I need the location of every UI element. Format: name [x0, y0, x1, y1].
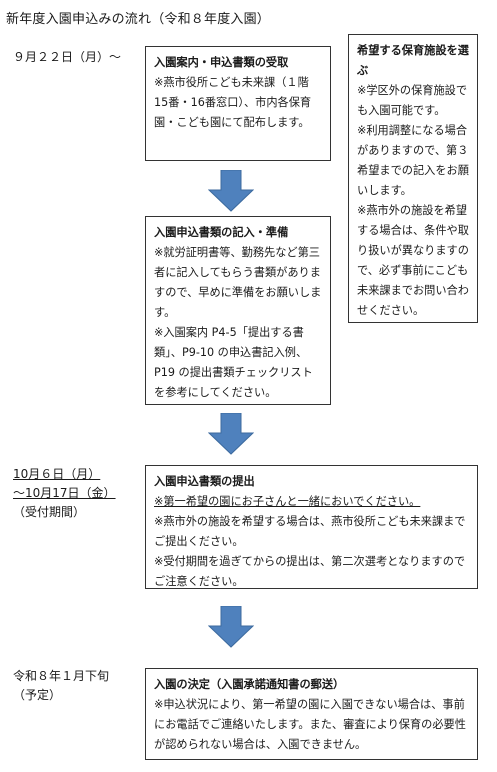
- step1-date: ９月２２日（月）～: [13, 48, 121, 67]
- step1-heading: 入園案内・申込書類の受取: [154, 56, 289, 69]
- step3-heading: 入園申込書類の提出: [154, 475, 255, 488]
- page-title: 新年度入園申込みの流れ（令和８年度入園）: [6, 12, 271, 27]
- step3-note-3: ※受付期間を過ぎてからの提出は、第二次選考となりますのでご注意ください。: [154, 555, 466, 588]
- step3-note-1: ※第一希望の園にお子さんと一緒においでください。: [154, 495, 421, 508]
- side-note-3: ※燕市外の施設を希望する場合は、条件や取り扱いが異なりますので、必ず事前にこども…: [357, 204, 469, 317]
- step3-date-start: 10月６日（月）: [13, 467, 101, 481]
- step3-date: 10月６日（月） ～10月17日（金） （受付期間）: [13, 465, 116, 522]
- step3-date-label: （受付期間）: [13, 505, 86, 519]
- side-note-2: ※利用調整になる場合がありますので、第３希望までの記入をお願いします。: [357, 124, 469, 197]
- step2-box: 入園申込書類の記入・準備 ※就労証明書等、勤務先など第三者に記入してもらう書類が…: [145, 216, 331, 405]
- step2-note-1: ※就労証明書等、勤務先など第三者に記入してもらう書類がありますので、早めに準備を…: [154, 246, 322, 319]
- step1-note: ※燕市役所こども未来課（１階15番・16番窓口）、市内各保育園・こども園にて配布…: [154, 76, 312, 129]
- step4-date-label: （予定）: [13, 688, 62, 702]
- down-arrow-icon: [208, 170, 254, 212]
- step1-box: 入園案内・申込書類の受取 ※燕市役所こども未来課（１階15番・16番窓口）、市内…: [145, 46, 331, 161]
- down-arrow-icon: [208, 413, 254, 455]
- step4-note: ※申込状況により、第一希望の園に入園できない場合は、事前にお電話でご連絡いたしま…: [154, 698, 466, 751]
- step3-note-2: ※燕市外の施設を希望する場合は、燕市役所こども未来課までご提出ください。: [154, 515, 466, 548]
- step4-box: 入園の決定（入園承諾通知書の郵送） ※申込状況により、第一希望の園に入園できない…: [145, 668, 478, 760]
- step3-box: 入園申込書類の提出 ※第一希望の園にお子さんと一緒においでください。 ※燕市外の…: [145, 465, 478, 589]
- step4-date: 令和８年１月下旬 （予定）: [13, 667, 109, 705]
- step3-date-end: ～10月17日（金）: [13, 486, 116, 500]
- step2-note-2: ※入園案内 P4-5「提出する書類」、P9-10 の申込書記入例、P19 の提出…: [154, 326, 313, 399]
- step2-heading: 入園申込書類の記入・準備: [154, 226, 289, 239]
- step4-heading: 入園の決定（入園承諾通知書の郵送）: [154, 678, 345, 691]
- side-note-heading: 希望する保育施設を選ぶ: [357, 44, 469, 77]
- step4-date-line: 令和８年１月下旬: [13, 669, 110, 683]
- side-note-1: ※学区外の保育施設でも入園可能です。: [357, 84, 468, 117]
- down-arrow-icon: [208, 606, 254, 648]
- step1-date-line: ９月２２日（月）～: [13, 50, 122, 64]
- side-note-box: 希望する保育施設を選ぶ ※学区外の保育施設でも入園可能です。 ※利用調整になる場…: [348, 34, 478, 323]
